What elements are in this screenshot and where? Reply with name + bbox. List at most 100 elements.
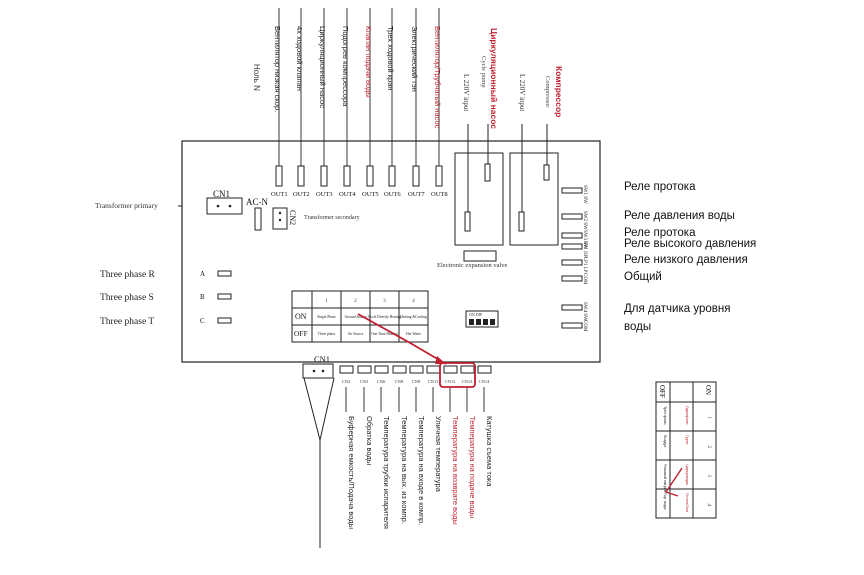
right-terminal-label: Реле давления воды [624,210,735,222]
cn2-label: CN2 [288,210,297,225]
rot-col-2: 2 [706,446,711,449]
right-terminal-code: SW3 SW [582,230,587,249]
relay-out6-label: Трех ходовой кран [386,26,395,91]
transformer-primary-label: Transformer primary [95,201,158,210]
sensor-cn9-id: CN9 [412,379,421,384]
relay-out1-terminal [275,165,283,187]
right-terminal-label: Реле низкого давления [624,254,748,266]
rot-on-label: ON [704,385,712,395]
sensor-cn6-pad [374,365,389,374]
phase-b-terminal [217,293,232,300]
right-terminal-code: HP1 HP [582,241,587,258]
relay-out3-terminal [320,165,328,187]
sensor-cn13-id: CN13 [462,379,474,384]
phase-b-label: Three phase S [100,293,154,303]
dip-col-4: 4 [412,299,415,304]
pump-block: Циркуляционный насос Cycle pump L 220V i… [454,28,504,262]
relay-out2-id: OUT2 [293,191,310,198]
relay-out3-id: OUT3 [316,191,333,198]
ac-n-label: AC-N [246,197,268,207]
relay-out4-id: OUT4 [339,191,356,198]
sensor-cn8-pad [392,365,407,374]
sensor-cn13-label: Температура на подаче воды [468,416,477,518]
compressor-title: Компрессор [554,66,564,117]
sensor-cn11-pad [426,365,441,374]
pump-sub: Cycle pump [480,56,487,88]
sensor-cn14-id: CN14 [479,379,491,384]
dip-off-cell: Hot Water [406,332,422,336]
rot-on-cell: Циркуляция [685,464,689,485]
dip-col-1: 1 [325,299,328,304]
dip-off-cell: Three phase [318,332,336,336]
dip-on-cell: Heating &Cooling [400,315,427,319]
right-terminal-label: Реле протока [624,227,696,239]
controller-board [181,140,601,363]
right-terminal [561,275,583,282]
cn2-connector [272,207,288,230]
cn1-bottom-label: CN1 [314,354,330,364]
relay-out7-id: OUT7 [408,191,425,198]
neutral-label: Ноль N [252,64,261,91]
right-terminal [561,243,583,250]
sensor-cn6-id: CN6 [377,379,386,384]
right-terminal-label: Общий [624,271,662,283]
sensor-cn13-pad [460,365,475,374]
phase-a-pin: A [200,270,205,278]
phase-c-label: Three phase T [100,317,154,327]
cn1-bottom: CN1 [302,354,335,548]
cn1-top-label: CN1 [213,189,230,199]
relay-out2-label: 4х ходовой клапан [295,26,304,91]
transformer-secondary-label: Transformer secondary [304,214,360,221]
rot-col-1: 1 [706,417,711,420]
sensor-cn2-id: CN2 [342,379,351,384]
right-terminal-code: SW2 SW [582,211,587,230]
compressor-block: Компрессор Compressor L 220V input [509,66,564,246]
relay-out5-terminal [366,165,374,187]
rot-on-cell: Отопл/Охл [685,493,689,512]
relay-out8-id: OUT8 [431,191,448,198]
right-terminal [561,304,583,311]
sensor-cn11-id: CN11 [428,379,439,384]
sensor-cn11-label: Уличная температура [434,416,443,493]
sensor-cn12-id: CN12 [445,379,456,384]
sensor-cn8-id: CN8 [395,379,404,384]
right-terminal-code: COM [582,320,587,332]
relay-out6-id: OUT6 [384,191,401,198]
pump-title: Циркуляционный насос [489,28,499,129]
sensor-cn2-pad [339,365,354,374]
dip-col-2: 2 [354,299,357,304]
right-terminal [561,187,583,194]
phase-c-pin: C [200,317,205,325]
rot-off-cell: Гор. вода [663,493,667,510]
right-terminal-label: Реле протока [624,181,696,193]
rot-col-4: 4 [706,504,711,507]
relay-out1-label: Вентилятор низкая скор. [273,26,282,112]
ac-n-terminal [254,207,262,231]
relay-out8-terminal [435,165,443,187]
rot-on-cell: Грунт. [685,435,689,445]
relay-out4-terminal [343,165,351,187]
dip-switch: ON DIP [465,310,499,328]
relay-out8-label: Вентилятор/Трубчатый насос [433,26,442,129]
relay-out5-label: Клапан подачи воды [364,26,373,98]
right-terminal-code: SW4 SW [582,302,587,321]
relay-out7-label: Электрический тэн [410,26,419,92]
dip-col-3: 3 [383,299,386,304]
sensor-cn2-label: Буферная емкость/Подача воды [347,416,356,529]
right-terminal-code: COM [582,273,587,285]
right-terminal [561,213,583,220]
relay-out3-label: Циркуляционный насос [318,26,327,108]
relay-out2-terminal [297,165,305,187]
sensor-cn8-label: Температура на вых. из компр. [400,416,409,524]
phase-c-terminal [217,317,232,324]
dip-off-cell: One Time Heating [371,332,398,336]
highlight-annotation [357,313,476,388]
phase-b-pin: B [200,293,205,301]
relay-out1-id: OUT1 [271,191,288,198]
sensor-cn12-pad [443,365,458,374]
